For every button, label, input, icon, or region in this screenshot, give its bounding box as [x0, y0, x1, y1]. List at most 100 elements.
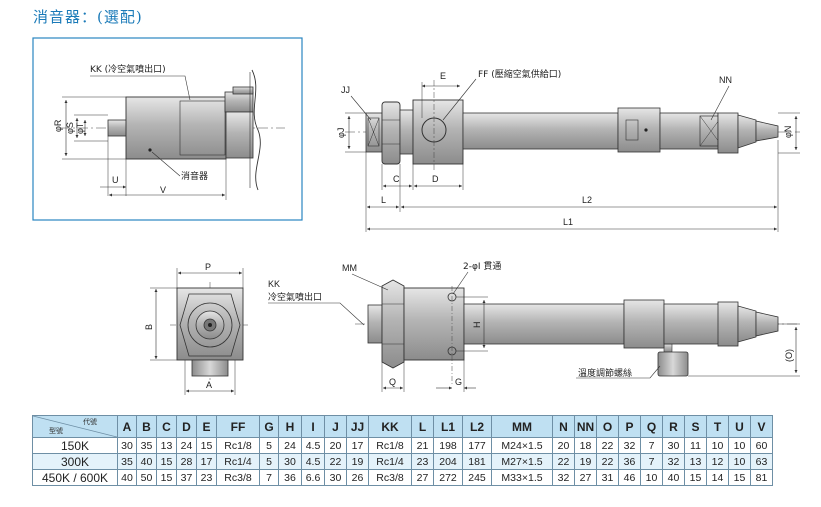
table-cell: 37 [176, 469, 197, 486]
detail-frame [32, 37, 303, 221]
table-cell: 12 [706, 453, 729, 470]
u-label: U [112, 175, 119, 185]
table-cell: 22 [552, 453, 575, 470]
column-header: Q [640, 415, 663, 438]
table-cell: 63 [750, 453, 773, 470]
side-view: JJ E FF (壓縮空氣供給口) NN φJ φN C D L L2 [336, 68, 800, 232]
table-cell: 15 [196, 437, 217, 454]
table-cell: Rc1/4 [368, 453, 412, 470]
table-cell: 15 [156, 453, 177, 470]
table-cell: 10 [640, 469, 663, 486]
table-cell: 272 [433, 469, 463, 486]
kk-label: KK [268, 279, 280, 289]
nn-label: NN [719, 75, 732, 85]
column-header: L2 [462, 415, 492, 438]
q-label: Q [389, 377, 396, 387]
jj-label: JJ [341, 85, 350, 95]
table-cell: 50 [136, 469, 157, 486]
table-cell: 24 [278, 437, 302, 454]
phi-s-label: φS [65, 122, 75, 134]
o-label: (O) [784, 349, 794, 362]
technical-drawing: KK (冷空氣噴出口) 消音器 φR φS φT U V [32, 37, 800, 395]
temp-screw [657, 351, 689, 377]
c-label: C [393, 174, 400, 184]
column-header: O [596, 415, 619, 438]
table-cell: 15 [156, 469, 177, 486]
v-label: V [160, 185, 166, 195]
kk-note: KK (冷空氣噴出口) [90, 63, 166, 75]
column-header: NN [574, 415, 597, 438]
table-cell: 23 [196, 469, 217, 486]
column-header: JJ [346, 415, 369, 438]
table-cell: 7 [259, 469, 279, 486]
l1-label: L1 [563, 217, 573, 227]
column-header: MM [491, 415, 553, 438]
table-cell: 20 [324, 437, 347, 454]
column-header: J [324, 415, 347, 438]
table-cell: Rc1/8 [216, 437, 260, 454]
muffler-body [125, 96, 227, 160]
column-header: FF [216, 415, 260, 438]
column-header: B [136, 415, 157, 438]
table-cell: 27 [411, 469, 434, 486]
table-cell: 30 [662, 437, 685, 454]
table-cell: 4.5 [301, 453, 325, 470]
table-cell: 19 [574, 453, 597, 470]
column-header: S [684, 415, 707, 438]
p-label: P [205, 262, 211, 272]
kk-note-2: 冷空氣噴出口 [268, 291, 322, 303]
table-cell: 17 [346, 437, 369, 454]
muffler-detail: KK (冷空氣噴出口) 消音器 φR φS φT U V [32, 37, 303, 221]
table-cell: 23 [411, 453, 434, 470]
column-header: E [196, 415, 217, 438]
a-label: A [206, 380, 212, 390]
table-cell: 35 [117, 453, 137, 470]
table-cell: 60 [750, 437, 773, 454]
d-label: D [432, 174, 439, 184]
table-cell: 15 [684, 469, 707, 486]
table-cell: 24 [176, 437, 197, 454]
column-header: C [156, 415, 177, 438]
ff-note: FF (壓縮空氣供給口) [478, 68, 561, 80]
column-header: L1 [433, 415, 463, 438]
column-header: R [662, 415, 685, 438]
hot-tube [462, 112, 619, 150]
table-cell: 20 [552, 437, 575, 454]
column-header: I [301, 415, 325, 438]
column-header: T [706, 415, 729, 438]
corner-top-label: 代號 [83, 419, 97, 426]
end-view: P B A [144, 262, 250, 395]
table-cell: 4.5 [301, 437, 325, 454]
table-cell: 30 [278, 453, 302, 470]
b-label: B [144, 324, 154, 330]
table-cell: 26 [346, 469, 369, 486]
table-cell: 14 [706, 469, 729, 486]
l-label: L [381, 195, 386, 205]
table-cell: 40 [136, 453, 157, 470]
table-cell: 36 [618, 453, 641, 470]
table-cell: 35 [136, 437, 157, 454]
column-header: V [750, 415, 773, 438]
table-cell: 81 [750, 469, 773, 486]
table-cell: Rc1/8 [368, 437, 412, 454]
table-cell: 46 [618, 469, 641, 486]
table-cell: 27 [574, 469, 597, 486]
table-cell: Rc3/8 [368, 469, 412, 486]
phi-r-label: φR [53, 119, 63, 132]
table-cell: 32 [552, 469, 575, 486]
model-cell: 300K [32, 453, 118, 470]
table-cell: 245 [462, 469, 492, 486]
column-header: H [278, 415, 302, 438]
column-header: D [176, 415, 197, 438]
table-cell: 40 [662, 469, 685, 486]
table-cell: 21 [411, 437, 434, 454]
table-cell: 22 [596, 437, 619, 454]
table-cell: 10 [706, 437, 729, 454]
column-header: U [728, 415, 751, 438]
column-header: KK [368, 415, 412, 438]
table-cell: Rc3/8 [216, 469, 260, 486]
table-cell: 22 [596, 453, 619, 470]
muffler-label: 消音器 [181, 170, 208, 182]
